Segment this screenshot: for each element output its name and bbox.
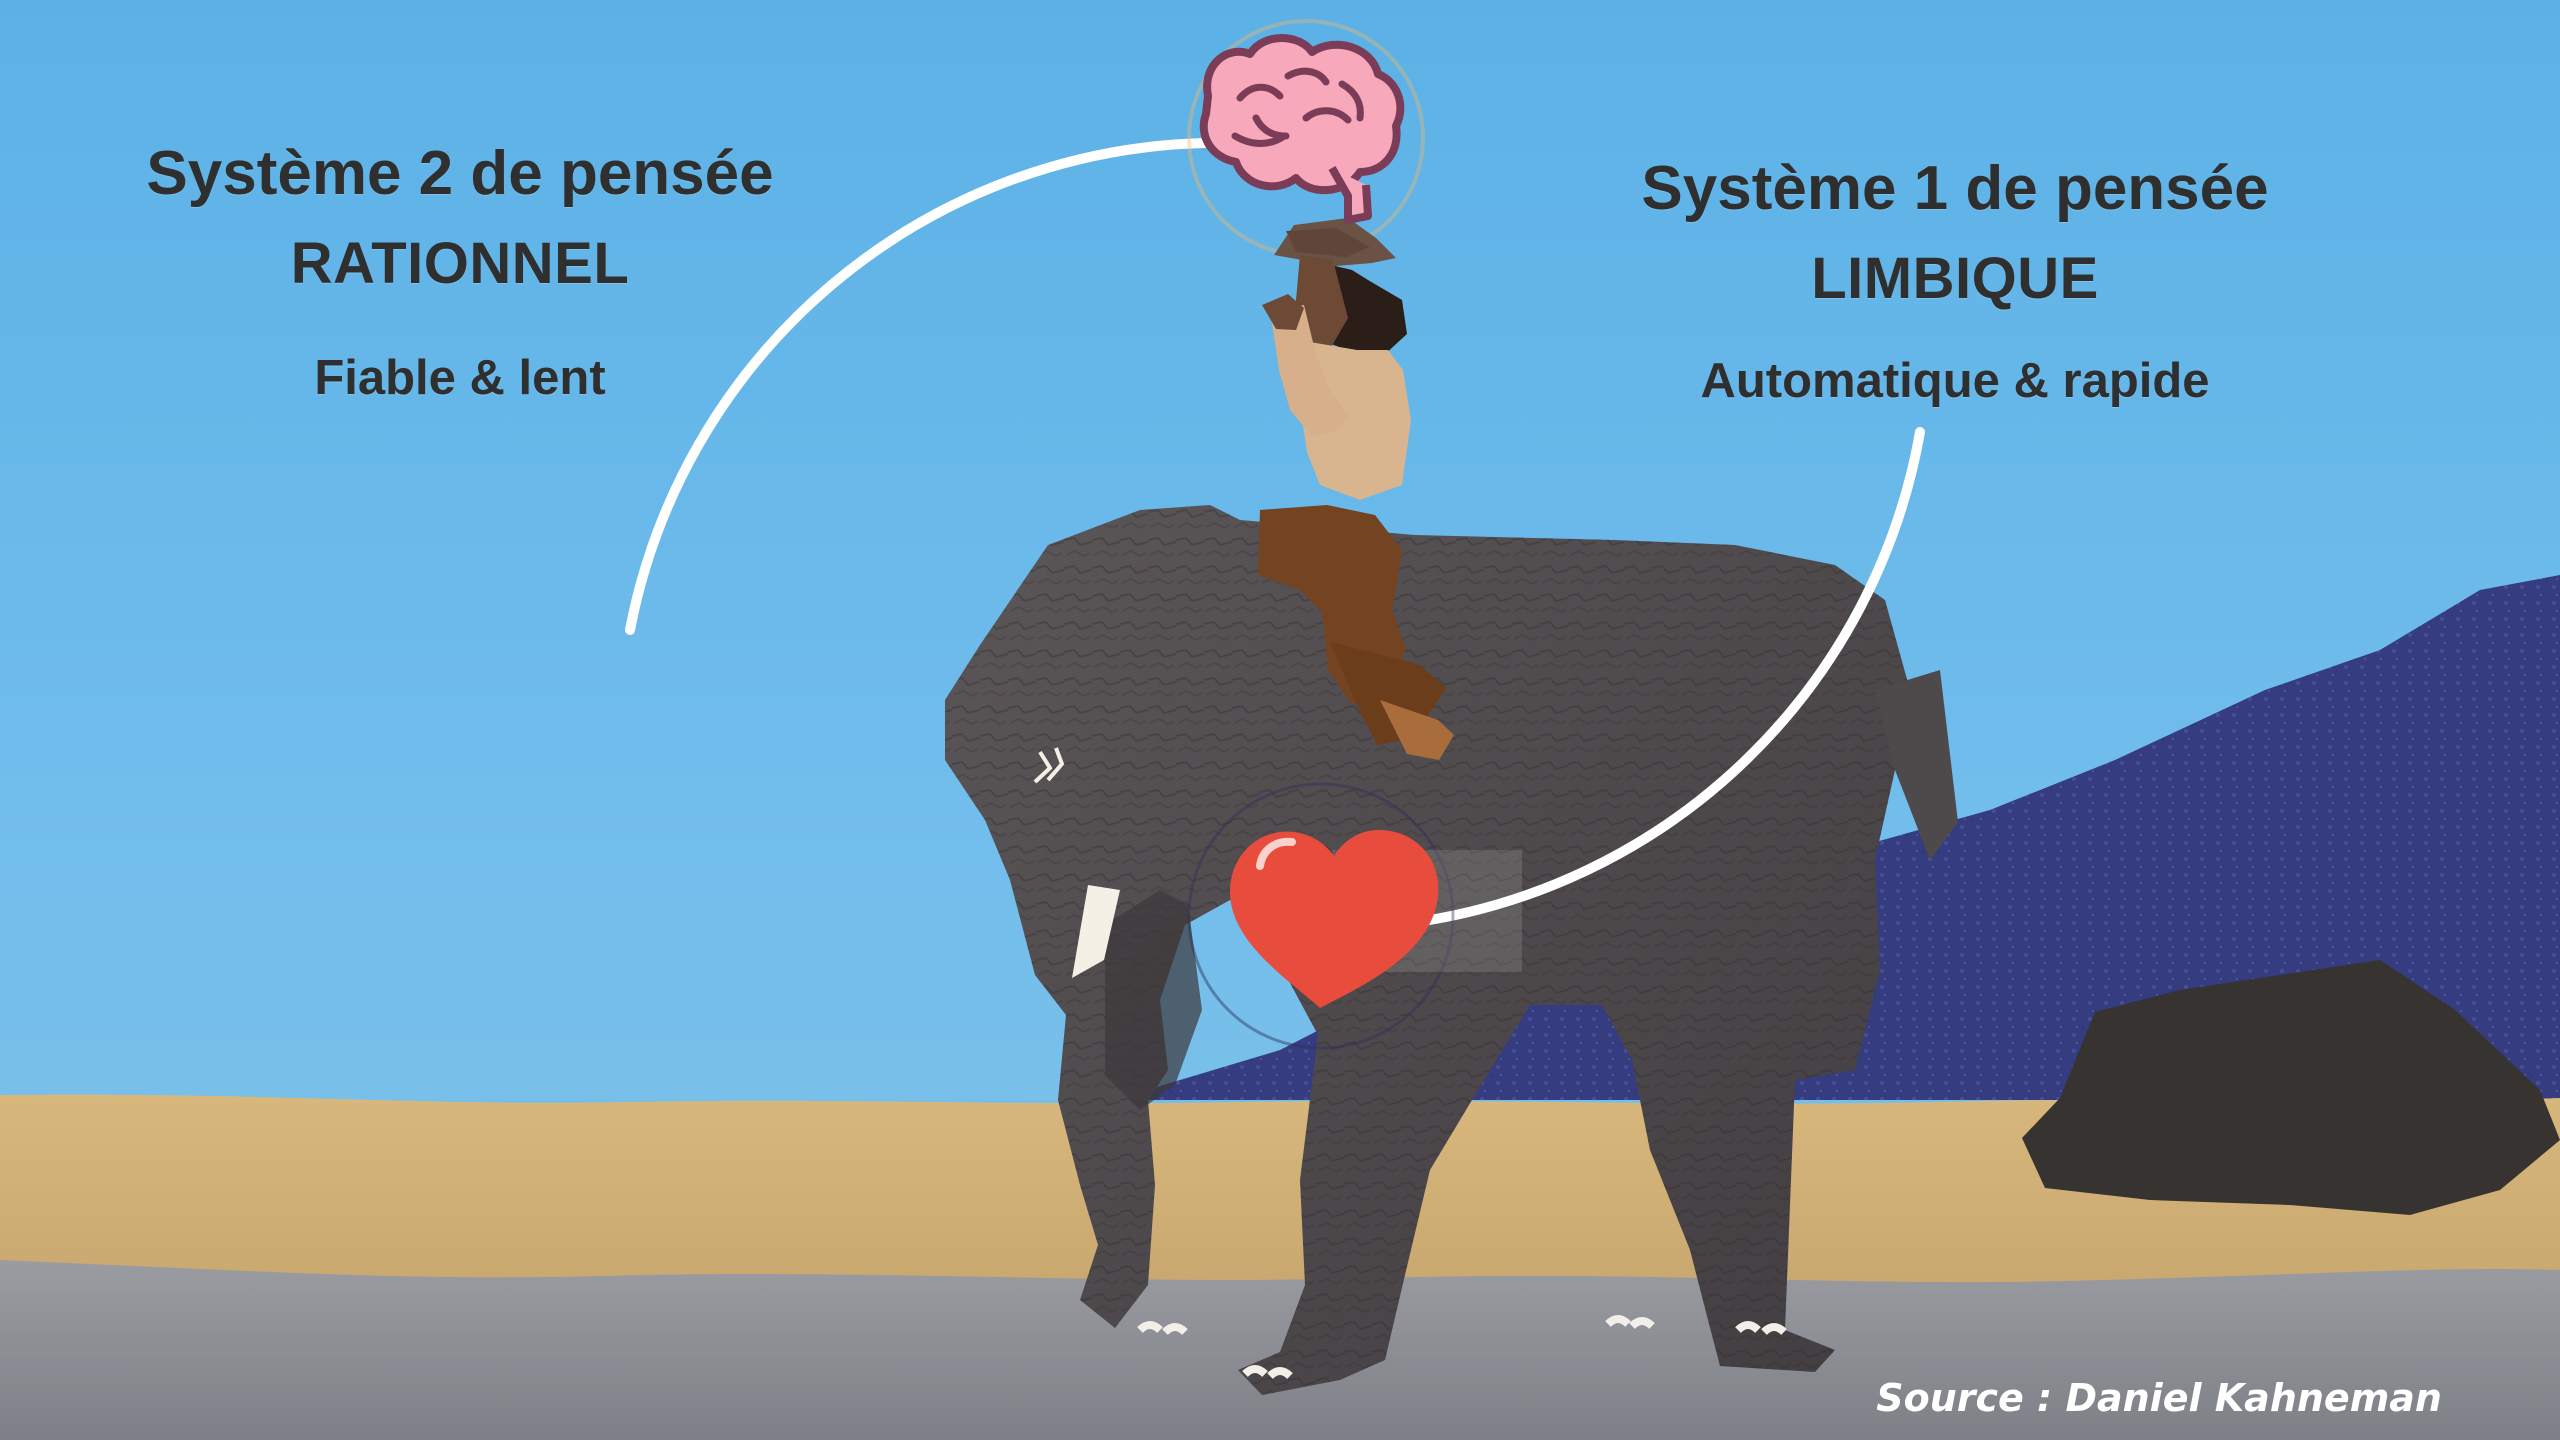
system-2-description: Fiable & lent (120, 352, 800, 406)
system-1-description: Automatique & rapide (1620, 355, 2290, 409)
system-2-block: Système 2 de pensée RATIONNEL Fiable & l… (120, 140, 800, 406)
source-caption: Source : Daniel Kahneman (1876, 1376, 2442, 1420)
system-1-block: Système 1 de pensée LIMBIQUE Automatique… (1620, 155, 2290, 409)
system-2-heading: Système 2 de pensée (120, 140, 800, 208)
system-1-label: LIMBIQUE (1620, 247, 2290, 311)
system-1-heading: Système 1 de pensée (1620, 155, 2290, 223)
system-2-label: RATIONNEL (120, 232, 800, 296)
